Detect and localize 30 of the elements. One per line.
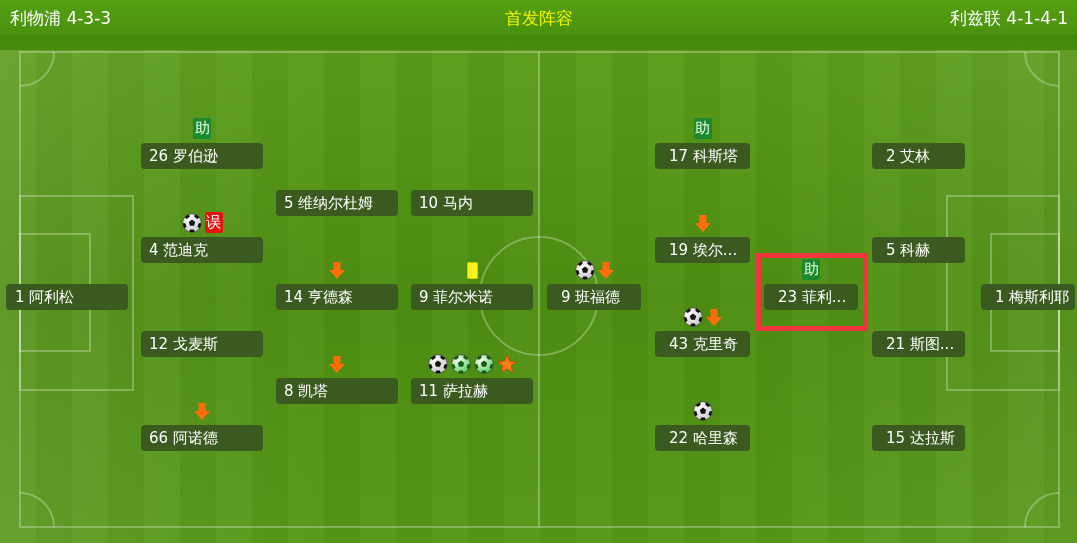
player-box: 14 亨德森 <box>276 284 398 310</box>
player-box: 8 凯塔 <box>276 378 398 404</box>
player-box: 19 埃尔... <box>655 237 750 263</box>
team-formation: 利兹联 4-1-4-1 <box>949 7 1068 30</box>
player-box: 17 科斯塔 <box>655 143 750 169</box>
event-tag: 助 <box>802 259 820 280</box>
player-box: 5 科赫 <box>872 237 965 263</box>
player-box: 9 菲尔米诺 <box>411 284 533 310</box>
player-box: 66 阿诺德 <box>141 425 263 451</box>
team-formation: 利物浦 4-3-3 <box>10 7 112 30</box>
player-box: 2 艾林 <box>872 143 965 169</box>
event-tag: 助 <box>693 118 712 139</box>
player-box: 26 罗伯逊 <box>141 143 263 169</box>
player-box: 9 班福德 <box>547 284 641 310</box>
player-box: 22 哈里森 <box>655 425 750 451</box>
player-box: 43 克里奇 <box>655 331 750 357</box>
player-box: 10 马内 <box>411 190 533 216</box>
player-box: 5 维纳尔杜姆 <box>276 190 398 216</box>
event-tag: 误 <box>204 212 223 233</box>
player-box: 21 斯图... <box>872 331 965 357</box>
player-box: 11 萨拉赫 <box>411 378 533 404</box>
player-box: 1 梅斯利耶 <box>981 284 1075 310</box>
player-box: 4 范迪克 <box>141 237 263 263</box>
player-box: 15 达拉斯 <box>872 425 965 451</box>
player-box: 12 戈麦斯 <box>141 331 263 357</box>
player-box: 1 阿利松 <box>6 284 128 310</box>
player-box: 23 菲利... <box>764 284 858 310</box>
highlight-frame <box>756 253 868 331</box>
lineup-title: 首发阵容 <box>504 7 573 30</box>
event-tag: 助 <box>193 118 211 139</box>
